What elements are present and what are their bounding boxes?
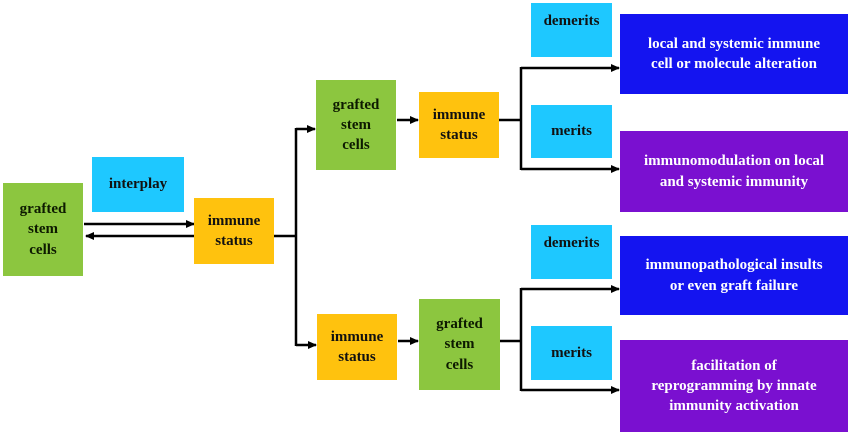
upper-merit-outcome-label: immunomodulation on local and systemic i… [643, 153, 825, 190]
interplay-label: interplay [108, 176, 168, 193]
lower-immune-status: immune status [317, 314, 397, 380]
lower-immune-status-label: immune status [330, 328, 384, 365]
lower-grafted-stem-cells: grafted stem cells [419, 299, 500, 390]
root-grafted-stem-cells-label: grafted stem cells [19, 201, 67, 258]
lower-demerits-label-box: demerits [531, 225, 612, 279]
upper-merits-label-box: merits [531, 105, 612, 158]
upper-demerits-label-box: demerits [531, 3, 612, 57]
upper-merits-label: merits [551, 123, 592, 140]
lower-demerit-outcome-label: immunopathological insults or even graft… [645, 257, 823, 294]
lower-merit-outcome: facilitation of reprogramming by innate … [620, 340, 848, 432]
upper-immune-status: immune status [419, 92, 499, 158]
upper-grafted-stem-cells: grafted stem cells [316, 80, 396, 170]
lower-demerits-label: demerits [543, 235, 600, 251]
upper-immune-status-label: immune status [432, 106, 486, 143]
upper-demerits-label: demerits [543, 13, 600, 29]
upper-grafted-stem-cells-label: grafted stem cells [332, 96, 380, 154]
lower-demerit-outcome: immunopathological insults or even graft… [620, 236, 848, 315]
upper-merit-outcome: immunomodulation on local and systemic i… [620, 131, 848, 212]
lower-grafted-stem-cells-label: grafted stem cells [436, 316, 483, 373]
upper-demerit-outcome-label: local and systemic immune cell or molecu… [647, 35, 821, 72]
root-immune-status: immune status [194, 198, 274, 264]
root-grafted-stem-cells: grafted stem cells [3, 183, 83, 276]
lower-merit-outcome-label: facilitation of reprogramming by innate … [651, 357, 817, 415]
interplay-label-box: interplay [92, 157, 184, 212]
lower-merits-label: merits [551, 344, 592, 361]
upper-demerit-outcome: local and systemic immune cell or molecu… [620, 14, 848, 94]
root-immune-status-label: immune status [207, 212, 261, 249]
lower-merits-label-box: merits [531, 326, 612, 380]
